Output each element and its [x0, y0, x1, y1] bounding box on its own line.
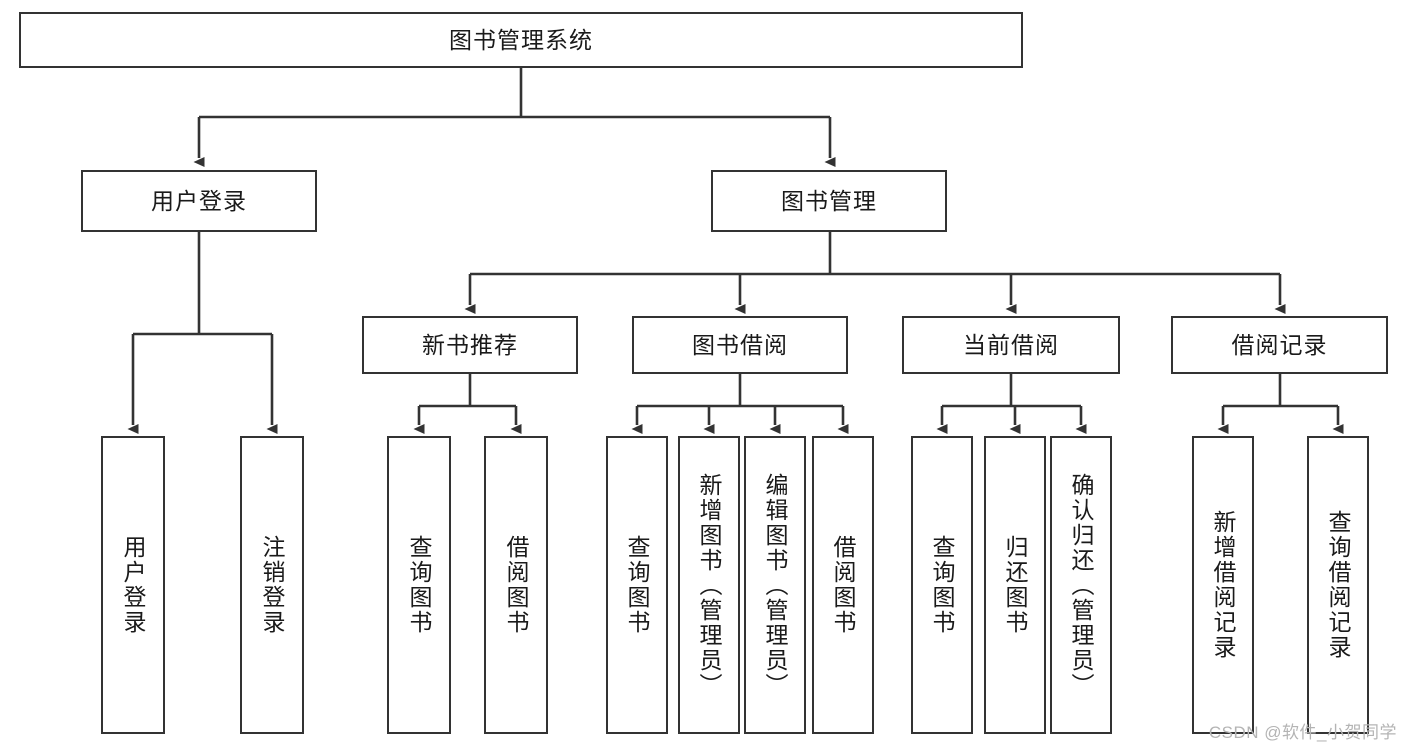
leaf-add-book-label: 新增图书（管理员）	[696, 472, 723, 698]
leaf-query-book-2-label: 查询图书	[624, 535, 651, 635]
leaf-query-borrow-record[interactable]: 查询借阅记录	[1307, 436, 1369, 734]
leaf-query-book-3-label: 查询图书	[929, 535, 956, 635]
leaf-query-book-2[interactable]: 查询图书	[606, 436, 668, 734]
leaf-logout[interactable]: 注销登录	[240, 436, 304, 734]
leaf-query-book-1[interactable]: 查询图书	[387, 436, 451, 734]
leaf-confirm-return-label: 确认归还（管理员）	[1068, 472, 1095, 698]
node-user-login-label: 用户登录	[151, 187, 247, 214]
leaf-return-book[interactable]: 归还图书	[984, 436, 1046, 734]
node-root[interactable]: 图书管理系统	[19, 12, 1023, 68]
leaf-borrow-book-1[interactable]: 借阅图书	[484, 436, 548, 734]
leaf-query-book-3[interactable]: 查询图书	[911, 436, 973, 734]
leaf-edit-book-label: 编辑图书（管理员）	[762, 472, 789, 698]
leaf-logout-label: 注销登录	[259, 535, 286, 635]
leaf-borrow-book-2[interactable]: 借阅图书	[812, 436, 874, 734]
leaf-confirm-return[interactable]: 确认归还（管理员）	[1050, 436, 1112, 734]
node-book-management-label: 图书管理	[781, 187, 877, 214]
node-user-login[interactable]: 用户登录	[81, 170, 317, 232]
leaf-borrow-book-2-label: 借阅图书	[830, 535, 857, 635]
leaf-borrow-book-1-label: 借阅图书	[503, 535, 530, 635]
node-root-label: 图书管理系统	[449, 26, 593, 53]
leaf-return-book-label: 归还图书	[1002, 535, 1029, 635]
leaf-add-borrow-record-label: 新增借阅记录	[1210, 510, 1237, 660]
node-book-borrow-label: 图书借阅	[692, 331, 788, 358]
csdn-watermark: CSDN @软件_小贺同学	[1208, 723, 1397, 742]
leaf-user-login[interactable]: 用户登录	[101, 436, 165, 734]
node-new-book-recommend-label: 新书推荐	[422, 331, 518, 358]
node-new-book-recommend[interactable]: 新书推荐	[362, 316, 578, 374]
leaf-add-borrow-record[interactable]: 新增借阅记录	[1192, 436, 1254, 734]
node-book-borrow[interactable]: 图书借阅	[632, 316, 848, 374]
node-borrow-record-label: 借阅记录	[1231, 331, 1328, 358]
leaf-edit-book[interactable]: 编辑图书（管理员）	[744, 436, 806, 734]
leaf-query-book-1-label: 查询图书	[406, 535, 433, 635]
node-borrow-record[interactable]: 借阅记录	[1171, 316, 1388, 374]
leaf-add-book[interactable]: 新增图书（管理员）	[678, 436, 740, 734]
node-current-borrow-label: 当前借阅	[963, 331, 1059, 358]
leaf-query-borrow-record-label: 查询借阅记录	[1325, 510, 1352, 660]
node-book-management[interactable]: 图书管理	[711, 170, 947, 232]
leaf-user-login-label: 用户登录	[120, 535, 147, 635]
node-current-borrow[interactable]: 当前借阅	[902, 316, 1120, 374]
